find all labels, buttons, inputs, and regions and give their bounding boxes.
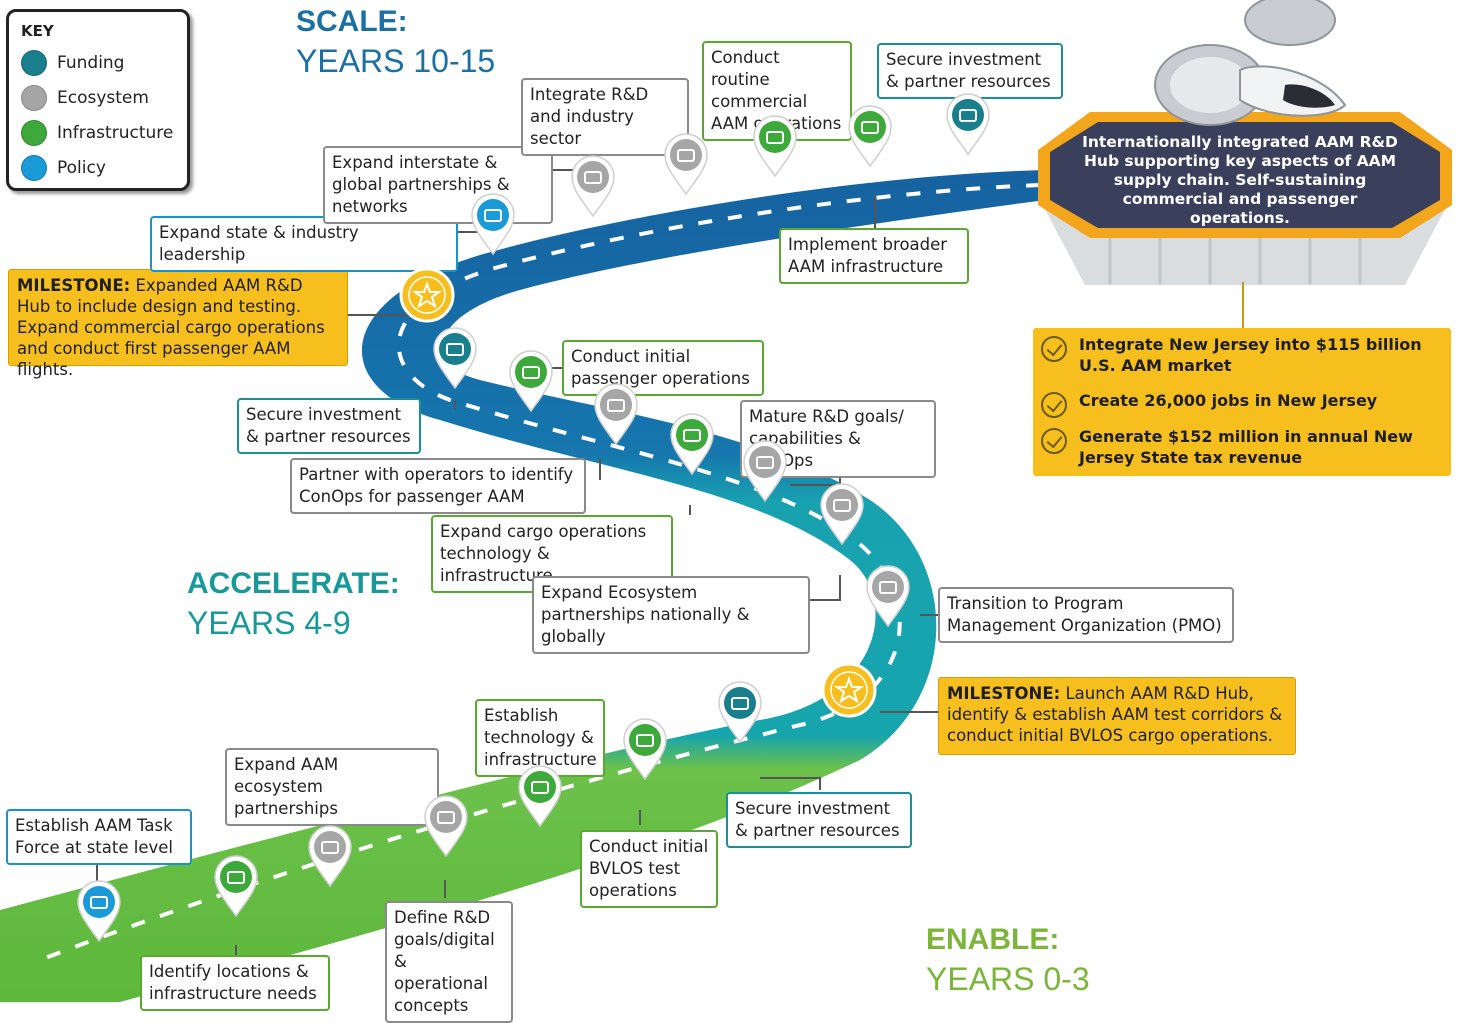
ecosystem-pin-icon xyxy=(819,482,865,546)
infrastructure-pin-icon xyxy=(213,854,259,918)
infrastructure-pin-icon xyxy=(847,104,893,168)
ecosystem-pin-icon xyxy=(307,824,353,888)
step-expand-interstate: Expand interstate & global partnerships … xyxy=(323,146,553,224)
infrastructure-pin-icon xyxy=(622,717,668,781)
step-secure-investment-scale: Secure investment & partner resources xyxy=(877,43,1063,99)
money-icon xyxy=(21,50,47,76)
ecosystem-pin-icon xyxy=(663,132,709,196)
legend-label: Infrastructure xyxy=(57,123,174,143)
ecosystem-pin-icon xyxy=(865,564,911,628)
phase-scale-years: YEARS 10-15 xyxy=(296,43,496,79)
milestone-enable: MILESTONE: Launch AAM R&D Hub, identify … xyxy=(938,677,1296,755)
legend-item-funding: Funding xyxy=(21,50,124,76)
ecosystem-pin-icon xyxy=(423,794,469,858)
ecosystem-pin-icon xyxy=(742,439,788,503)
document-icon xyxy=(21,155,47,181)
infrastructure-pin-icon xyxy=(669,412,715,476)
legend-label: Funding xyxy=(57,53,125,73)
step-transition-pmo: Transition to Program Management Organiz… xyxy=(938,587,1234,643)
step-secure-investment-accelerate: Secure investment & partner resources xyxy=(237,398,421,454)
check-icon xyxy=(1041,428,1067,454)
infrastructure-pin-icon xyxy=(752,114,798,178)
hub-deck-top xyxy=(1050,122,1440,228)
policy-pin-icon xyxy=(76,879,122,943)
step-identify-locations: Identify locations & infrastructure need… xyxy=(140,955,330,1011)
legend-label: Policy xyxy=(57,158,106,178)
step-implement-broader: Implement broader AAM infrastructure xyxy=(779,228,969,284)
legend-item-policy: Policy xyxy=(21,155,106,181)
milestone-scale: MILESTONE: Expanded AAM R&D Hub to inclu… xyxy=(8,269,348,379)
milestone-star-icon xyxy=(821,662,877,718)
policy-pin-icon xyxy=(470,192,516,256)
step-conduct-bvlos: Conduct initial BVLOS test operations xyxy=(580,830,718,908)
step-expand-cargo: Expand cargo operations technology & inf… xyxy=(431,515,673,593)
infrastructure-pin-icon xyxy=(508,349,554,413)
check-icon xyxy=(1041,336,1067,362)
check-icon xyxy=(1041,392,1067,418)
outcome-item: Create 26,000 jobs in New Jersey xyxy=(1041,390,1439,418)
phase-accelerate-title: ACCELERATE: xyxy=(187,567,400,600)
drone-icon xyxy=(21,120,47,146)
air-taxi-illustration xyxy=(1154,0,1347,126)
road-center-line xyxy=(39,183,1041,962)
step-define-rd: Define R&D goals/digital & operational c… xyxy=(385,901,513,1023)
outcomes-panel: Integrate New Jersey into $115 billion U… xyxy=(1033,328,1451,476)
phase-enable-title: ENABLE: xyxy=(926,923,1060,956)
funding-pin-icon xyxy=(717,680,763,744)
outcome-item: Generate $152 million in annual New Jers… xyxy=(1041,426,1439,468)
legend-item-infrastructure: Infrastructure xyxy=(21,120,173,146)
step-expand-ecosystem: Expand Ecosystem partnerships nationally… xyxy=(532,576,810,654)
legend-title: KEY xyxy=(21,22,54,40)
phase-enable-years: YEARS 0-3 xyxy=(926,961,1090,997)
milestone-star-icon xyxy=(399,267,455,323)
step-expand-aam-ecosystem: Expand AAM ecosystem partnerships xyxy=(225,748,439,826)
outcome-item: Integrate New Jersey into $115 billion U… xyxy=(1041,334,1439,376)
step-integrate-rd: Integrate R&D and industry sector xyxy=(521,78,689,156)
phase-scale-title: SCALE: xyxy=(296,5,408,38)
network-icon xyxy=(21,85,47,111)
step-expand-state-leadership: Expand state & industry leadership xyxy=(150,216,458,272)
funding-pin-icon xyxy=(945,92,991,156)
phase-accelerate-years: YEARS 4-9 xyxy=(187,605,351,641)
legend-key: KEY Funding Ecosystem Infrastructure Pol… xyxy=(6,9,190,191)
funding-pin-icon xyxy=(432,326,478,390)
step-partner-operators: Partner with operators to identify ConOp… xyxy=(290,458,586,514)
step-establish-task-force: Establish AAM Task Force at state level xyxy=(6,809,192,865)
ecosystem-pin-icon xyxy=(570,154,616,218)
legend-label: Ecosystem xyxy=(57,88,149,108)
step-secure-investment-enable: Secure investment & partner resources xyxy=(726,792,912,848)
ecosystem-pin-icon xyxy=(593,382,639,446)
hub-description: Internationally integrated AAM R&D Hub s… xyxy=(1082,133,1398,227)
step-establish-technology: Establish technology & infrastructure xyxy=(475,699,605,777)
infrastructure-pin-icon xyxy=(517,764,563,828)
step-conduct-initial-passenger: Conduct initial passenger operations xyxy=(562,340,764,396)
legend-item-ecosystem: Ecosystem xyxy=(21,85,149,111)
